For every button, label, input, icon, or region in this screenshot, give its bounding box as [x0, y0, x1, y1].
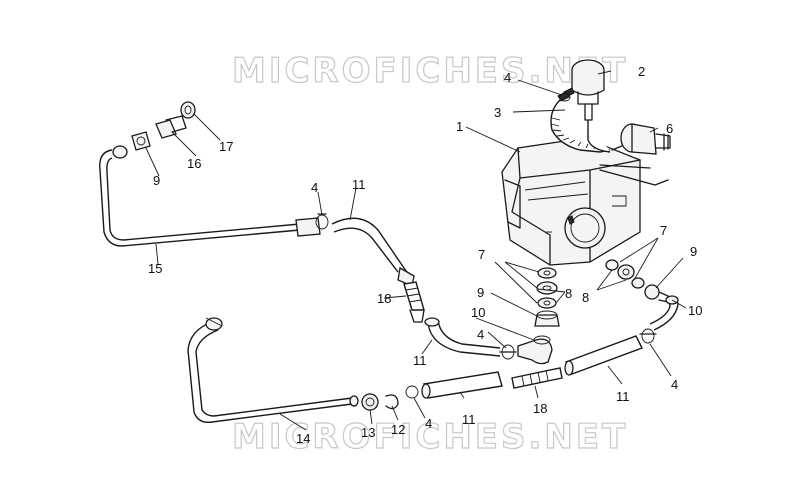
- callout-14: 14: [296, 431, 310, 446]
- part-valve-side: [611, 123, 671, 155]
- callout-10-right: 10: [688, 303, 702, 318]
- callout-11-middle: 11: [413, 353, 427, 368]
- callout-18-upper: 18: [377, 291, 391, 306]
- callout-11-right: 11: [616, 389, 630, 404]
- callout-17: 17: [219, 139, 233, 154]
- callout-9-top-left: 9: [153, 173, 160, 188]
- callout-labels: 1 2 3 4 4 4 4 4 6 7 7 8 8 9 9 9 10 10 11…: [148, 64, 702, 446]
- callout-15: 15: [148, 261, 162, 276]
- callout-2: 2: [638, 64, 645, 79]
- callout-4-top: 4: [504, 70, 511, 85]
- callout-4-upper-left: 4: [311, 180, 318, 195]
- callout-9-right: 9: [690, 244, 697, 259]
- callout-1: 1: [456, 119, 463, 134]
- callout-7-right: 7: [660, 223, 667, 238]
- callout-16: 16: [187, 156, 201, 171]
- callout-11-upper: 11: [352, 177, 366, 192]
- part-valve-top: [563, 59, 605, 121]
- part-pipe-left-lower: [187, 317, 359, 423]
- part-clips-lower: [361, 385, 419, 411]
- part-clip-elbow: [499, 344, 517, 360]
- callout-10-center: 10: [471, 305, 485, 320]
- part-hose-middle: [424, 317, 501, 357]
- callout-4-elbow: 4: [477, 327, 484, 342]
- part-pipe-left-upper: [99, 145, 321, 247]
- part-tank-body: [501, 137, 669, 266]
- part-hose-lower-right: [564, 335, 643, 376]
- callout-3: 3: [494, 105, 501, 120]
- part-outlet-washers: [605, 259, 669, 303]
- callout-9-center: 9: [477, 285, 484, 300]
- callout-4-lower: 4: [425, 416, 432, 431]
- callout-12: 12: [391, 422, 405, 437]
- watermark-bottom: MICROFICHES.NET: [232, 417, 628, 457]
- part-clip-right: [639, 328, 657, 344]
- callout-7-center: 7: [478, 247, 485, 262]
- callout-18-lower: 18: [533, 401, 547, 416]
- callout-8-right: 8: [582, 290, 589, 305]
- watermark-top: MICROFICHES.NET: [232, 51, 628, 91]
- part-center-washers: [534, 267, 560, 327]
- callout-11-lower: 11: [462, 412, 476, 427]
- part-fittings-top-left: [131, 101, 196, 151]
- part-hose-upper-curve: [331, 217, 415, 287]
- callout-4-right: 4: [671, 377, 678, 392]
- callout-13: 13: [361, 425, 375, 440]
- callout-8-center: 8: [565, 286, 572, 301]
- part-connector-upper: [403, 281, 425, 323]
- part-clip-top: [559, 92, 571, 102]
- callout-6: 6: [666, 121, 673, 136]
- part-hose-lower-short: [421, 371, 503, 399]
- part-corrugated-hose: [550, 91, 611, 153]
- part-connector-lower: [511, 367, 563, 389]
- part-elbow-fitting: [517, 335, 553, 365]
- leader-lines: [145, 70, 687, 431]
